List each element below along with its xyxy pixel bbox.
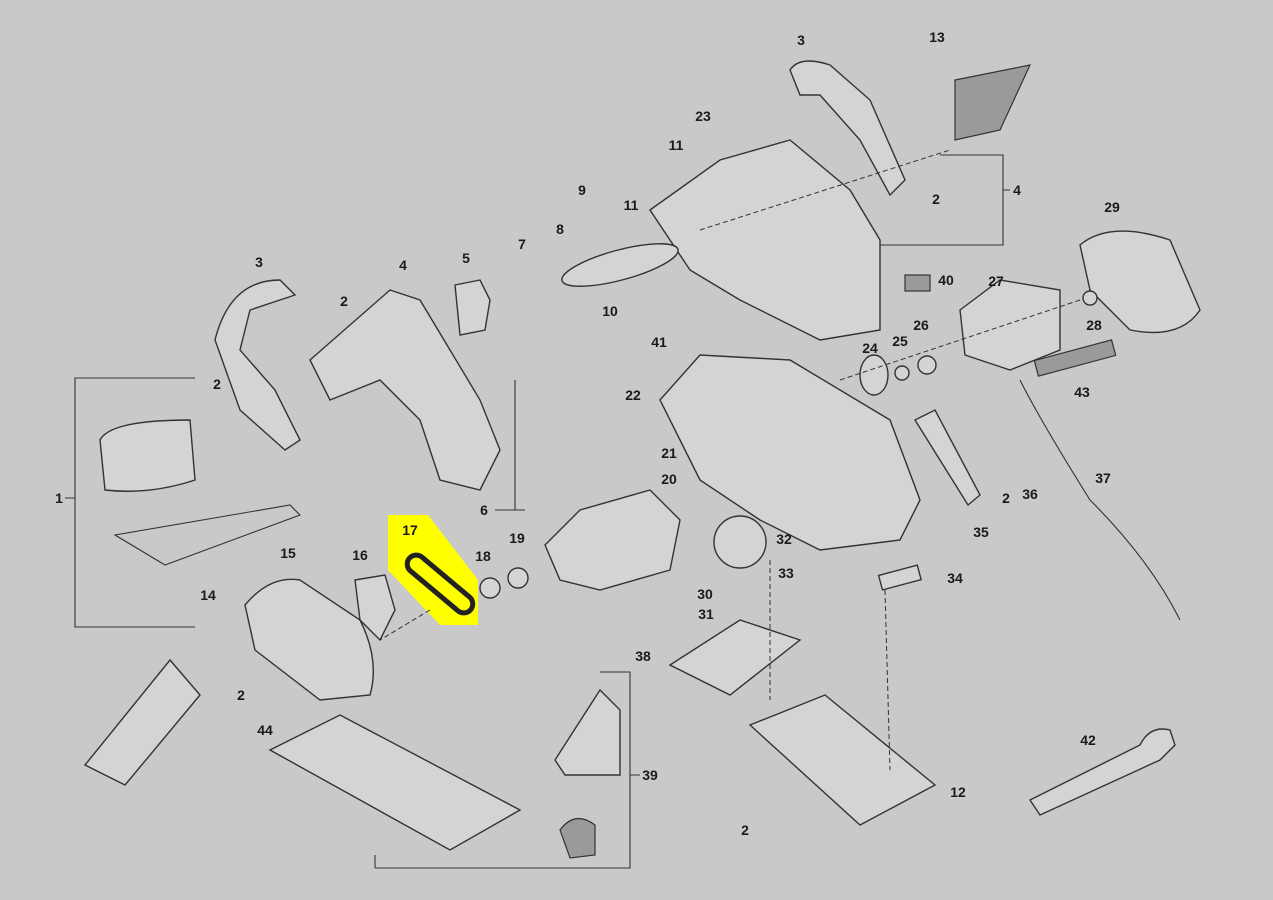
switch-5 xyxy=(454,279,491,336)
fence xyxy=(268,714,522,851)
part-label-39: 39 xyxy=(642,767,658,783)
part-label-40: 40 xyxy=(938,272,954,288)
highlight-part-17 xyxy=(388,515,478,625)
lower-housing xyxy=(659,354,921,551)
base-plate-12 xyxy=(748,694,937,826)
part-label-34: 34 xyxy=(947,570,963,586)
spring-wire xyxy=(113,504,301,566)
pulley-18 xyxy=(479,577,501,599)
tool-44 xyxy=(83,658,201,786)
front-handle-3 xyxy=(214,279,301,451)
part-label-42: 42 xyxy=(1080,732,1096,748)
part-label-38: 38 xyxy=(635,648,651,664)
sleeve-35 xyxy=(913,409,981,507)
power-cord xyxy=(1019,379,1181,621)
part-label-13: 13 xyxy=(929,29,945,45)
part-label-9: 9 xyxy=(578,182,586,198)
part-label-24: 24 xyxy=(862,340,878,356)
part-label-18: 18 xyxy=(475,548,491,564)
bearing-25 xyxy=(894,365,910,381)
washer-19 xyxy=(507,567,529,589)
gear-32 xyxy=(713,515,767,569)
part-label-43: 43 xyxy=(1074,384,1090,400)
part-label-35: 35 xyxy=(973,524,989,540)
part-label-31: 31 xyxy=(698,606,714,622)
knob xyxy=(559,818,596,859)
part-label-15: 15 xyxy=(280,545,296,561)
bracket-4 xyxy=(870,154,1010,246)
front-housing-4 xyxy=(309,289,501,491)
part-label-7: 7 xyxy=(518,236,526,252)
part-label-4: 4 xyxy=(399,257,407,273)
part-label-2: 2 xyxy=(932,191,940,207)
wrench-42 xyxy=(1028,728,1176,816)
part-label-2: 2 xyxy=(340,293,348,309)
part-label-23: 23 xyxy=(695,108,711,124)
drive-belt xyxy=(404,552,476,616)
motor-armature xyxy=(959,279,1061,371)
part-label-11: 11 xyxy=(668,137,684,153)
angle-bracket xyxy=(554,688,621,776)
part-label-19: 19 xyxy=(509,530,525,546)
part-label-32: 32 xyxy=(776,531,792,547)
part-label-26: 26 xyxy=(913,317,929,333)
strip-43 xyxy=(1033,339,1117,377)
trim-piece xyxy=(954,64,1032,141)
assembly-line xyxy=(379,149,1081,771)
part-label-44: 44 xyxy=(257,722,273,738)
part-label-2: 2 xyxy=(237,687,245,703)
cap-10 xyxy=(561,243,679,287)
part-label-28: 28 xyxy=(1086,317,1102,333)
part-label-2: 2 xyxy=(213,376,221,392)
part-label-21: 21 xyxy=(661,445,677,461)
part-label-41: 41 xyxy=(651,334,667,350)
part-label-10: 10 xyxy=(602,303,618,319)
part-label-1: 1 xyxy=(55,490,63,506)
part-label-20: 20 xyxy=(661,471,677,487)
foot-34 xyxy=(877,564,922,591)
part-label-3: 3 xyxy=(255,254,263,270)
part-label-6: 6 xyxy=(480,502,488,518)
bracket-39 xyxy=(374,671,640,869)
part-label-36: 36 xyxy=(1022,486,1038,502)
part-label-2: 2 xyxy=(1002,490,1010,506)
part-label-3: 3 xyxy=(797,32,805,48)
part-label-4: 4 xyxy=(1013,182,1021,198)
bracket-1 xyxy=(65,377,195,628)
part-label-29: 29 xyxy=(1104,199,1120,215)
part-label-11: 11 xyxy=(623,197,639,213)
handle-rear xyxy=(789,60,906,197)
part-label-33: 33 xyxy=(778,565,794,581)
part-label-14: 14 xyxy=(200,587,216,603)
part-label-16: 16 xyxy=(352,547,368,563)
belt-cover-right xyxy=(1079,230,1201,334)
pulley-24 xyxy=(859,354,889,396)
belt-cover-15 xyxy=(244,578,375,701)
motor-stator xyxy=(544,489,681,591)
bearing-28 xyxy=(1082,290,1098,306)
part-label-30: 30 xyxy=(697,586,713,602)
part-label-2: 2 xyxy=(741,822,749,838)
bracket-16 xyxy=(354,574,396,642)
dust-tube xyxy=(99,419,196,492)
upper-housing xyxy=(649,139,881,341)
sole-38 xyxy=(668,619,802,696)
part-label-5: 5 xyxy=(462,250,470,266)
part-label-8: 8 xyxy=(556,221,564,237)
part-label-37: 37 xyxy=(1095,470,1111,486)
bearing-26 xyxy=(917,355,937,375)
bracket-6 xyxy=(495,380,525,511)
part-label-12: 12 xyxy=(950,784,966,800)
part-label-22: 22 xyxy=(625,387,641,403)
part-label-27: 27 xyxy=(988,273,1004,289)
part-label-25: 25 xyxy=(892,333,908,349)
label-40 xyxy=(904,274,931,292)
part-label-17: 17 xyxy=(402,522,418,538)
